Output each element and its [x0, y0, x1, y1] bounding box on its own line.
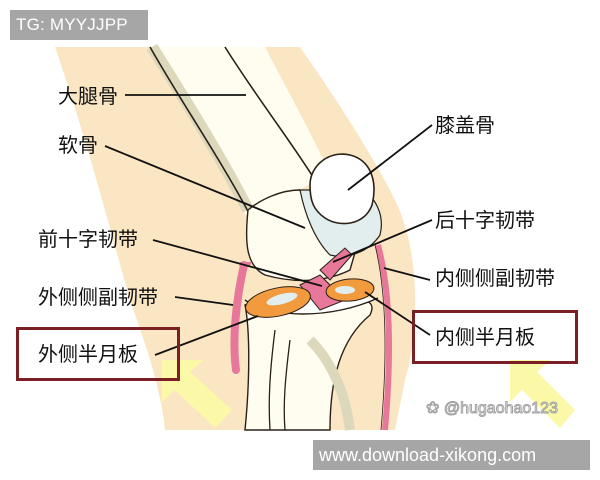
watermark: ❀ @hugaohao123 — [426, 400, 559, 418]
label-patella: 膝盖骨 — [435, 113, 495, 137]
label-femur: 大腿骨 — [58, 84, 118, 108]
label-lcl: 外侧侧副韧带 — [38, 285, 158, 309]
label-medial-meniscus: 内侧半月板 — [435, 325, 535, 349]
label-lateral-meniscus: 外侧半月板 — [38, 342, 138, 366]
tg-badge: TG: MYYJJPP — [10, 10, 148, 40]
medial-meniscus-highlight-box — [412, 310, 578, 364]
femur-condyle — [245, 189, 361, 282]
pcl-ligament — [319, 247, 353, 281]
lateral-meniscus-highlight-box — [16, 327, 180, 381]
femur-shaft — [152, 47, 330, 215]
arrow-right — [510, 360, 575, 428]
site-badge: www.download-xikong.com — [313, 440, 590, 470]
patella — [309, 153, 375, 225]
label-mcl: 内侧侧副韧带 — [435, 266, 555, 290]
label-pcl: 后十字韧带 — [435, 208, 535, 232]
mcl-ligament — [375, 244, 393, 431]
label-acl: 前十字韧带 — [38, 227, 138, 251]
label-cartilage: 软骨 — [58, 133, 98, 157]
lcl-ligament — [230, 261, 248, 374]
